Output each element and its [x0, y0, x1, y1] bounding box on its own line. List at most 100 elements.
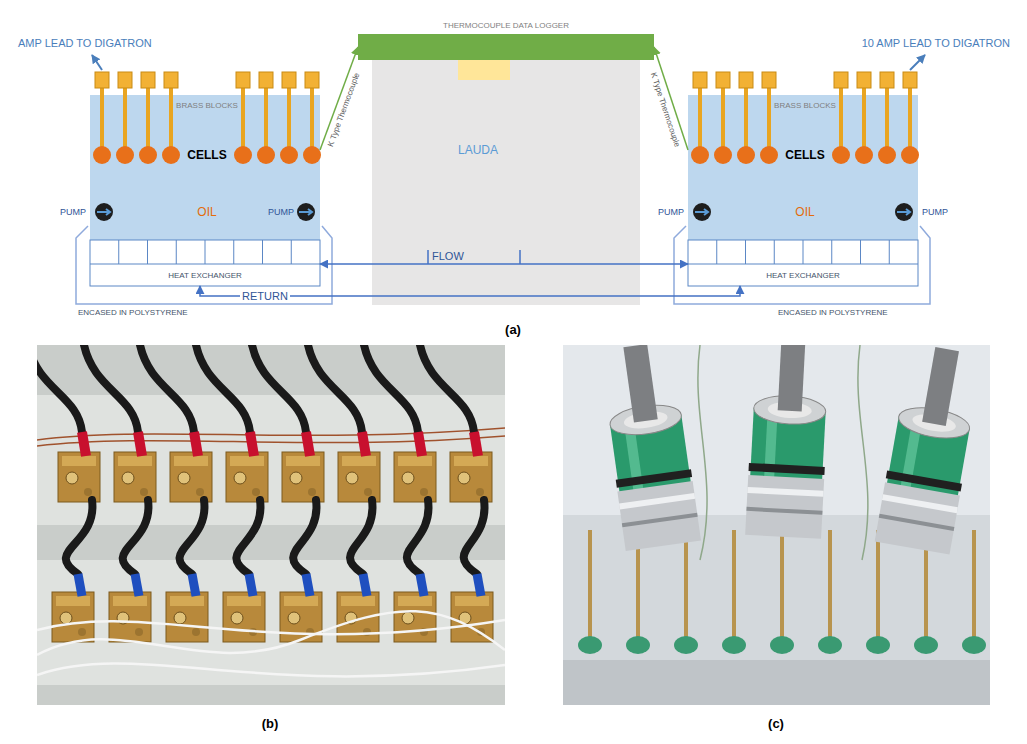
terminal-photo	[250, 432, 254, 456]
terminal-photo	[37, 345, 82, 432]
part-label: HEAT EXCHANGER	[166, 271, 244, 281]
cell-photo	[598, 345, 701, 551]
edge-label: RETURN	[240, 290, 290, 303]
cell-photo	[578, 636, 602, 654]
cell-photo	[626, 636, 650, 654]
part-label: OIL	[795, 205, 814, 219]
terminal-photo	[363, 574, 367, 596]
terminal-photo	[236, 500, 260, 574]
cell-photo	[674, 636, 698, 654]
terminal-photo	[350, 500, 372, 574]
cell-photo	[828, 530, 832, 640]
flow-pipe	[372, 295, 640, 297]
terminal-photo	[37, 395, 505, 525]
oil-tank: BRASS BLOCKS CELLS OIL	[90, 95, 320, 240]
terminal-photo	[196, 345, 250, 432]
terminal-photo	[37, 428, 505, 446]
casing-label: ENCASED IN POLYSTYRENE	[78, 308, 188, 318]
terminal-photo	[37, 436, 505, 446]
cell-photo	[684, 530, 688, 640]
cell-photo	[858, 345, 868, 560]
terminal-photo	[282, 452, 324, 502]
terminal-photo	[226, 452, 268, 502]
terminal-photo	[58, 452, 100, 502]
heat-exchanger: HEAT EXCHANGER	[90, 240, 320, 286]
lauda-body	[372, 60, 640, 305]
part-label: BRASS BLOCKS	[176, 101, 238, 111]
terminal-photo	[194, 432, 198, 456]
lead-arrow	[92, 55, 102, 70]
cell-photo	[563, 660, 990, 705]
cell-photo	[578, 636, 986, 654]
terminal-photo	[78, 574, 481, 596]
terminal-photo	[407, 500, 429, 574]
terminal-photo	[192, 574, 196, 596]
part-label: OIL	[197, 205, 216, 219]
terminal-photo	[223, 592, 265, 642]
terminal-photo	[37, 611, 505, 676]
terminal-photo	[37, 345, 505, 705]
terminal-photo	[451, 592, 493, 642]
lead-arrow	[910, 55, 925, 70]
part-label: CELLS	[187, 148, 226, 162]
part-label: HEAT EXCHANGER	[764, 271, 842, 281]
cell-photo	[780, 530, 784, 640]
box-heading: THERMOCOUPLE DATA LOGGER	[443, 21, 569, 31]
terminal-photo	[78, 574, 82, 596]
terminal-photo	[170, 452, 212, 502]
casing-label: ENCASED IN POLYSTYRENE	[778, 308, 888, 318]
terminal-photo	[37, 428, 505, 440]
terminal-photo	[123, 500, 149, 574]
flow-pipe	[427, 250, 429, 264]
part-label: CELLS	[785, 148, 824, 162]
cell-photo	[818, 636, 842, 654]
cell-photo	[732, 530, 736, 640]
terminal-photo	[37, 620, 505, 634]
terminal-photo	[293, 500, 316, 574]
terminal-photo	[135, 574, 139, 596]
terminal-photo	[37, 345, 485, 574]
oil-tank: BRASS BLOCKS CELLS OIL	[688, 95, 918, 240]
cell-photo	[722, 636, 746, 654]
terminal-photo	[37, 345, 505, 705]
terminal-photo	[464, 500, 485, 574]
terminal-photo	[180, 500, 205, 574]
terminal-photo	[450, 452, 492, 502]
lead-label: 10 AMP LEAD TO DIGATRON	[862, 37, 1010, 50]
logger-bar: THERMOCOUPLE DATA LOGGER	[358, 34, 654, 60]
terminal-photo	[394, 452, 436, 502]
terminal-photo	[338, 452, 380, 502]
panel-label: (b)	[262, 716, 279, 732]
heat-exchanger: HEAT EXCHANGER	[688, 240, 918, 286]
cell-photo	[972, 530, 976, 640]
terminal-photo	[52, 592, 94, 642]
terminal-photo	[306, 432, 310, 456]
pump-label: PUMP	[60, 207, 86, 218]
edge-label: K Type Thermocouple	[648, 71, 682, 148]
terminal-photo	[82, 432, 86, 456]
box-label: LAUDA	[458, 143, 498, 157]
panel-label: (c)	[768, 716, 784, 732]
terminal-photo	[362, 432, 366, 456]
tank-drawing	[674, 72, 930, 304]
cell-photo	[914, 636, 938, 654]
terminal-photo	[420, 345, 474, 432]
terminal-photo	[364, 345, 418, 432]
edge-label: FLOW	[432, 250, 464, 263]
terminal-photo	[474, 432, 478, 456]
coolant-pipe	[640, 263, 688, 265]
terminal-photo	[84, 345, 138, 432]
lauda-display	[458, 60, 510, 80]
terminal-photo	[420, 574, 424, 596]
terminal-photo	[82, 432, 478, 456]
cell-photo	[745, 345, 831, 539]
lead-label: AMP LEAD TO DIGATRON	[18, 37, 152, 50]
lauda-unit: LAUDA	[372, 60, 640, 305]
terminal-photo	[114, 452, 156, 502]
terminal-photo	[394, 592, 436, 642]
terminal-photo	[306, 574, 310, 596]
part-label: BRASS BLOCKS	[774, 101, 836, 111]
panel-label: (a)	[505, 322, 521, 338]
